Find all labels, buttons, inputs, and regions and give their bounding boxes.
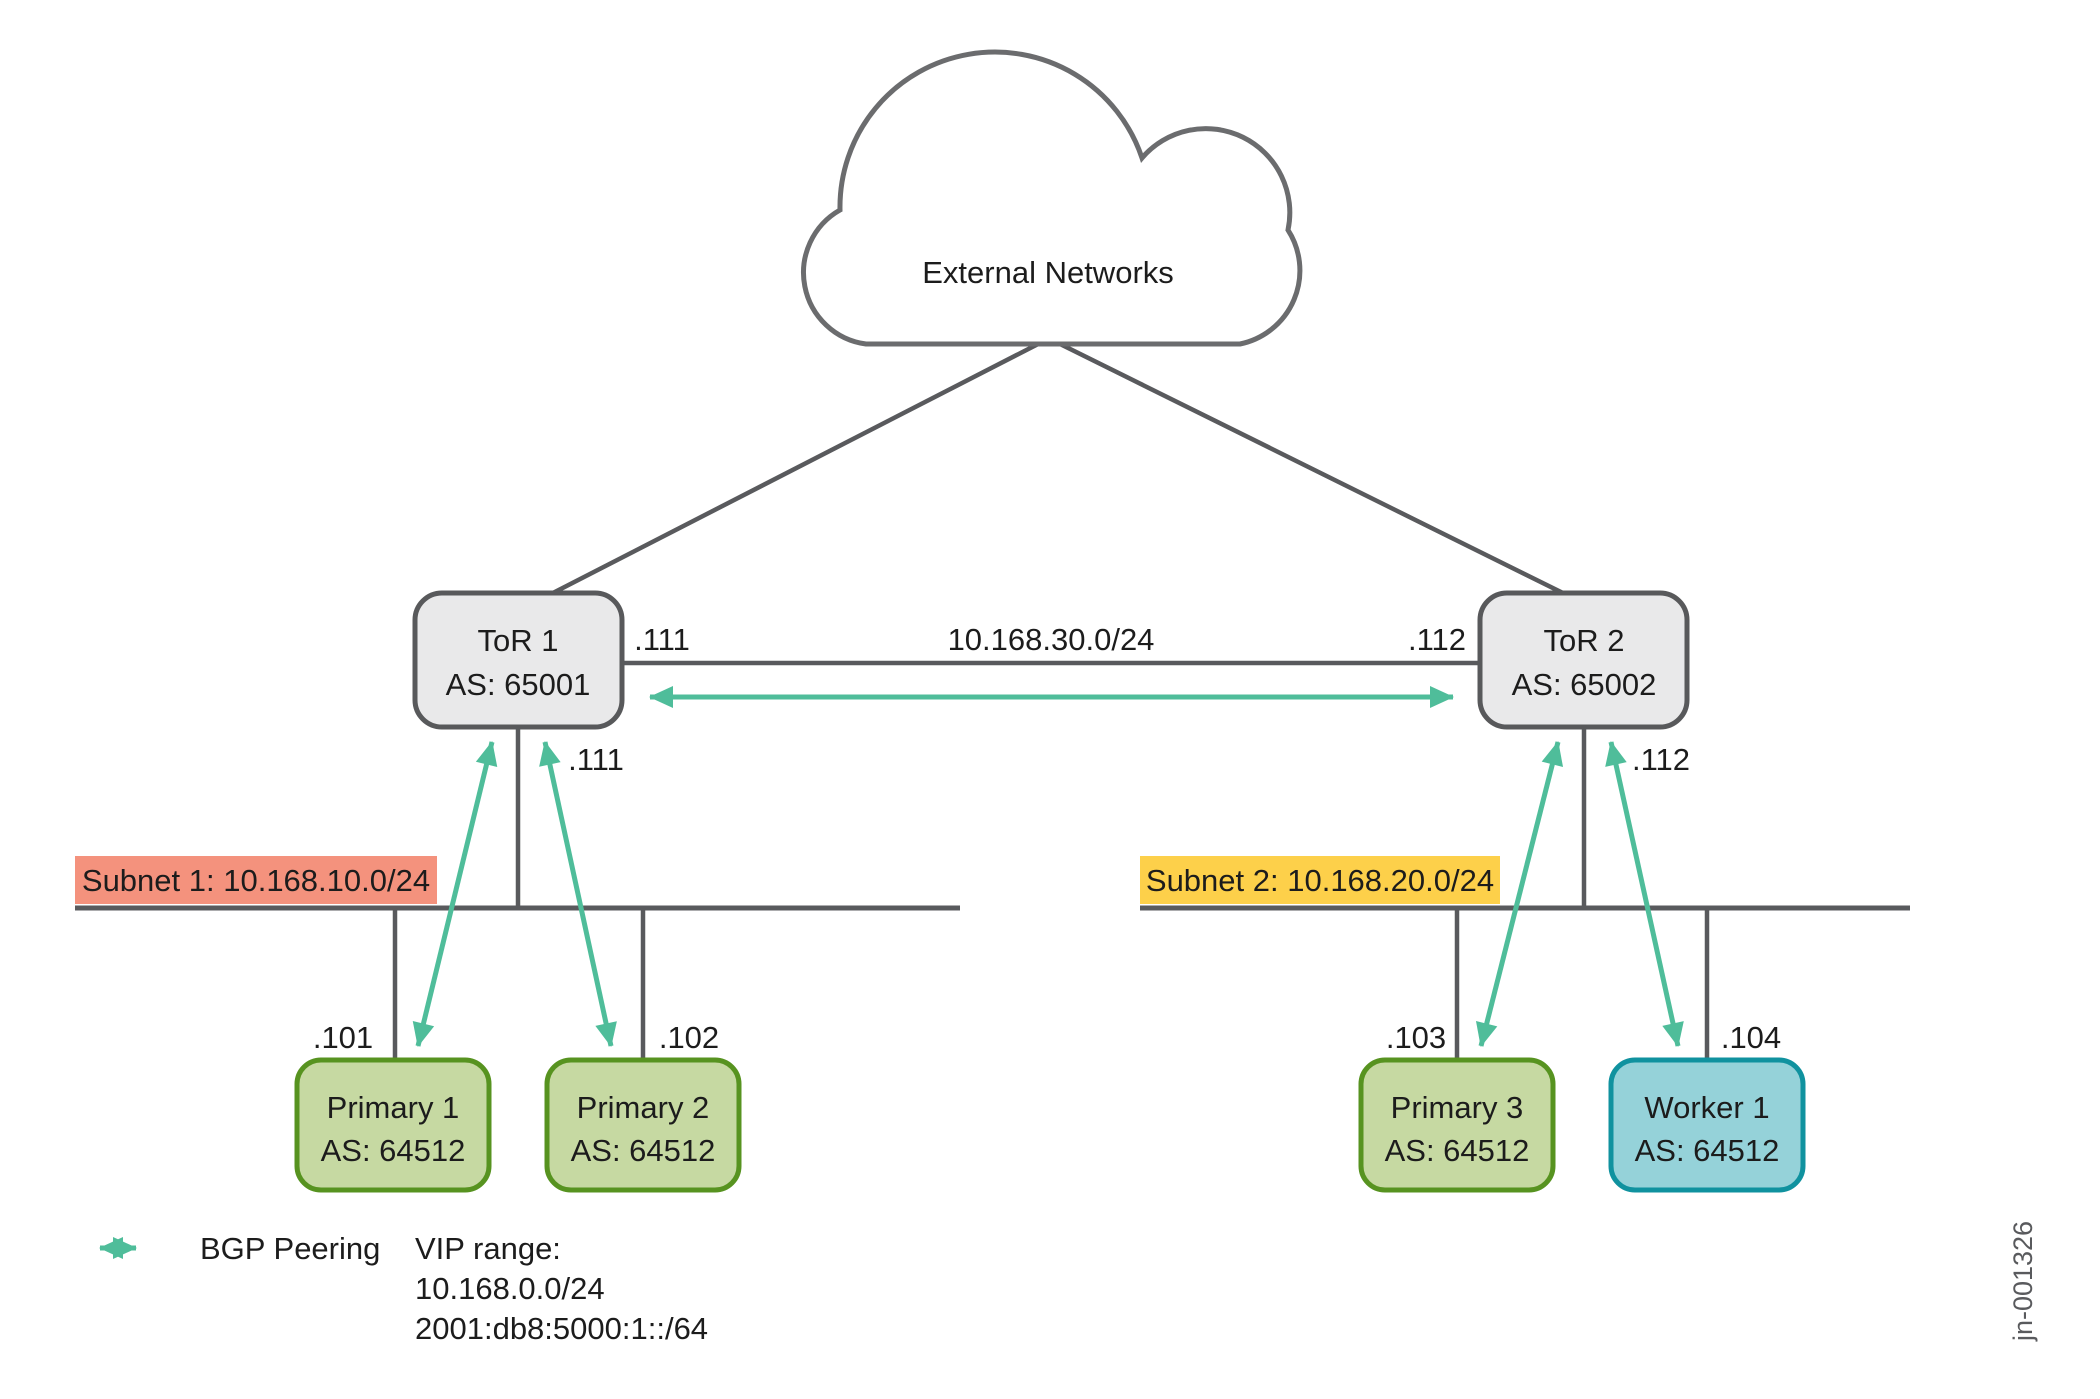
- primary3-name: Primary 3: [1391, 1090, 1524, 1125]
- worker1-bgp-peering-arrow: [1605, 741, 1684, 1047]
- tor1-subnet-port-label: .111: [568, 742, 624, 777]
- subnet1-label: Subnet 1: 10.168.10.0/24: [82, 863, 430, 898]
- subnet2-label: Subnet 2: 10.168.20.0/24: [1146, 863, 1494, 898]
- primary1-ip-label: .101: [313, 1020, 373, 1055]
- tor1-box: [412, 590, 625, 730]
- tor2-subnet-port-label: .112: [1632, 742, 1690, 777]
- worker1-box: [1608, 1057, 1806, 1193]
- tor2-box: [1477, 590, 1690, 730]
- legend: BGP Peering VIP range: 10.168.0.0/24 200…: [99, 1231, 708, 1346]
- legend-vip-ipv6: 2001:db8:5000:1::/64: [415, 1311, 708, 1346]
- primary1-bgp-peering-arrow: [412, 741, 498, 1047]
- tor2-link-port-label: .112: [1408, 622, 1466, 657]
- subnet2-highlight: [1140, 856, 1500, 904]
- primary2-ip-label: .102: [659, 1020, 719, 1055]
- subnet1-highlight: [75, 856, 437, 904]
- external-networks-cloud-icon: [801, 49, 1303, 347]
- legend-vip-title: VIP range:: [415, 1231, 561, 1266]
- legend-bgp-label: BGP Peering: [200, 1231, 380, 1266]
- primary2-name: Primary 2: [577, 1090, 710, 1125]
- tor1-link-port-label: .111: [634, 622, 690, 657]
- primary2-node: Primary 2 AS: 64512: [544, 1057, 742, 1193]
- cloud-to-tor1-link: [547, 339, 1044, 598]
- tor1-name: ToR 1: [478, 623, 559, 658]
- primary1-as-number: AS: 64512: [321, 1133, 466, 1168]
- cloud-label: External Networks: [922, 255, 1174, 290]
- legend-vip-ipv4: 10.168.0.0/24: [415, 1271, 605, 1306]
- tor2-node: ToR 2 AS: 65002: [1477, 590, 1690, 730]
- tor2-name: ToR 2: [1544, 623, 1625, 658]
- primary2-box: [544, 1057, 742, 1193]
- primary1-node: Primary 1 AS: 64512: [294, 1057, 492, 1193]
- primary3-ip-label: .103: [1386, 1020, 1446, 1055]
- primary2-as-number: AS: 64512: [571, 1133, 716, 1168]
- figure-id-label: jn-001326: [2008, 1221, 2038, 1342]
- worker1-node: Worker 1 AS: 64512: [1608, 1057, 1806, 1193]
- primary2-bgp-peering-arrow: [539, 741, 617, 1047]
- primary3-node: Primary 3 AS: 64512: [1358, 1057, 1556, 1193]
- tor1-node: ToR 1 AS: 65001: [412, 590, 625, 730]
- primary3-as-number: AS: 64512: [1385, 1133, 1530, 1168]
- tor1-as-number: AS: 65001: [446, 667, 591, 702]
- primary3-box: [1358, 1057, 1556, 1193]
- primary3-bgp-peering-arrow: [1475, 741, 1564, 1047]
- worker1-name: Worker 1: [1644, 1090, 1769, 1125]
- primary1-name: Primary 1: [327, 1090, 460, 1125]
- tor2-as-number: AS: 65002: [1512, 667, 1657, 702]
- worker1-ip-label: .104: [1721, 1020, 1781, 1055]
- cloud-to-tor2-link: [1055, 339, 1568, 598]
- primary1-box: [294, 1057, 492, 1193]
- inter-tor-subnet-label: 10.168.30.0/24: [948, 622, 1155, 657]
- worker1-as-number: AS: 64512: [1635, 1133, 1780, 1168]
